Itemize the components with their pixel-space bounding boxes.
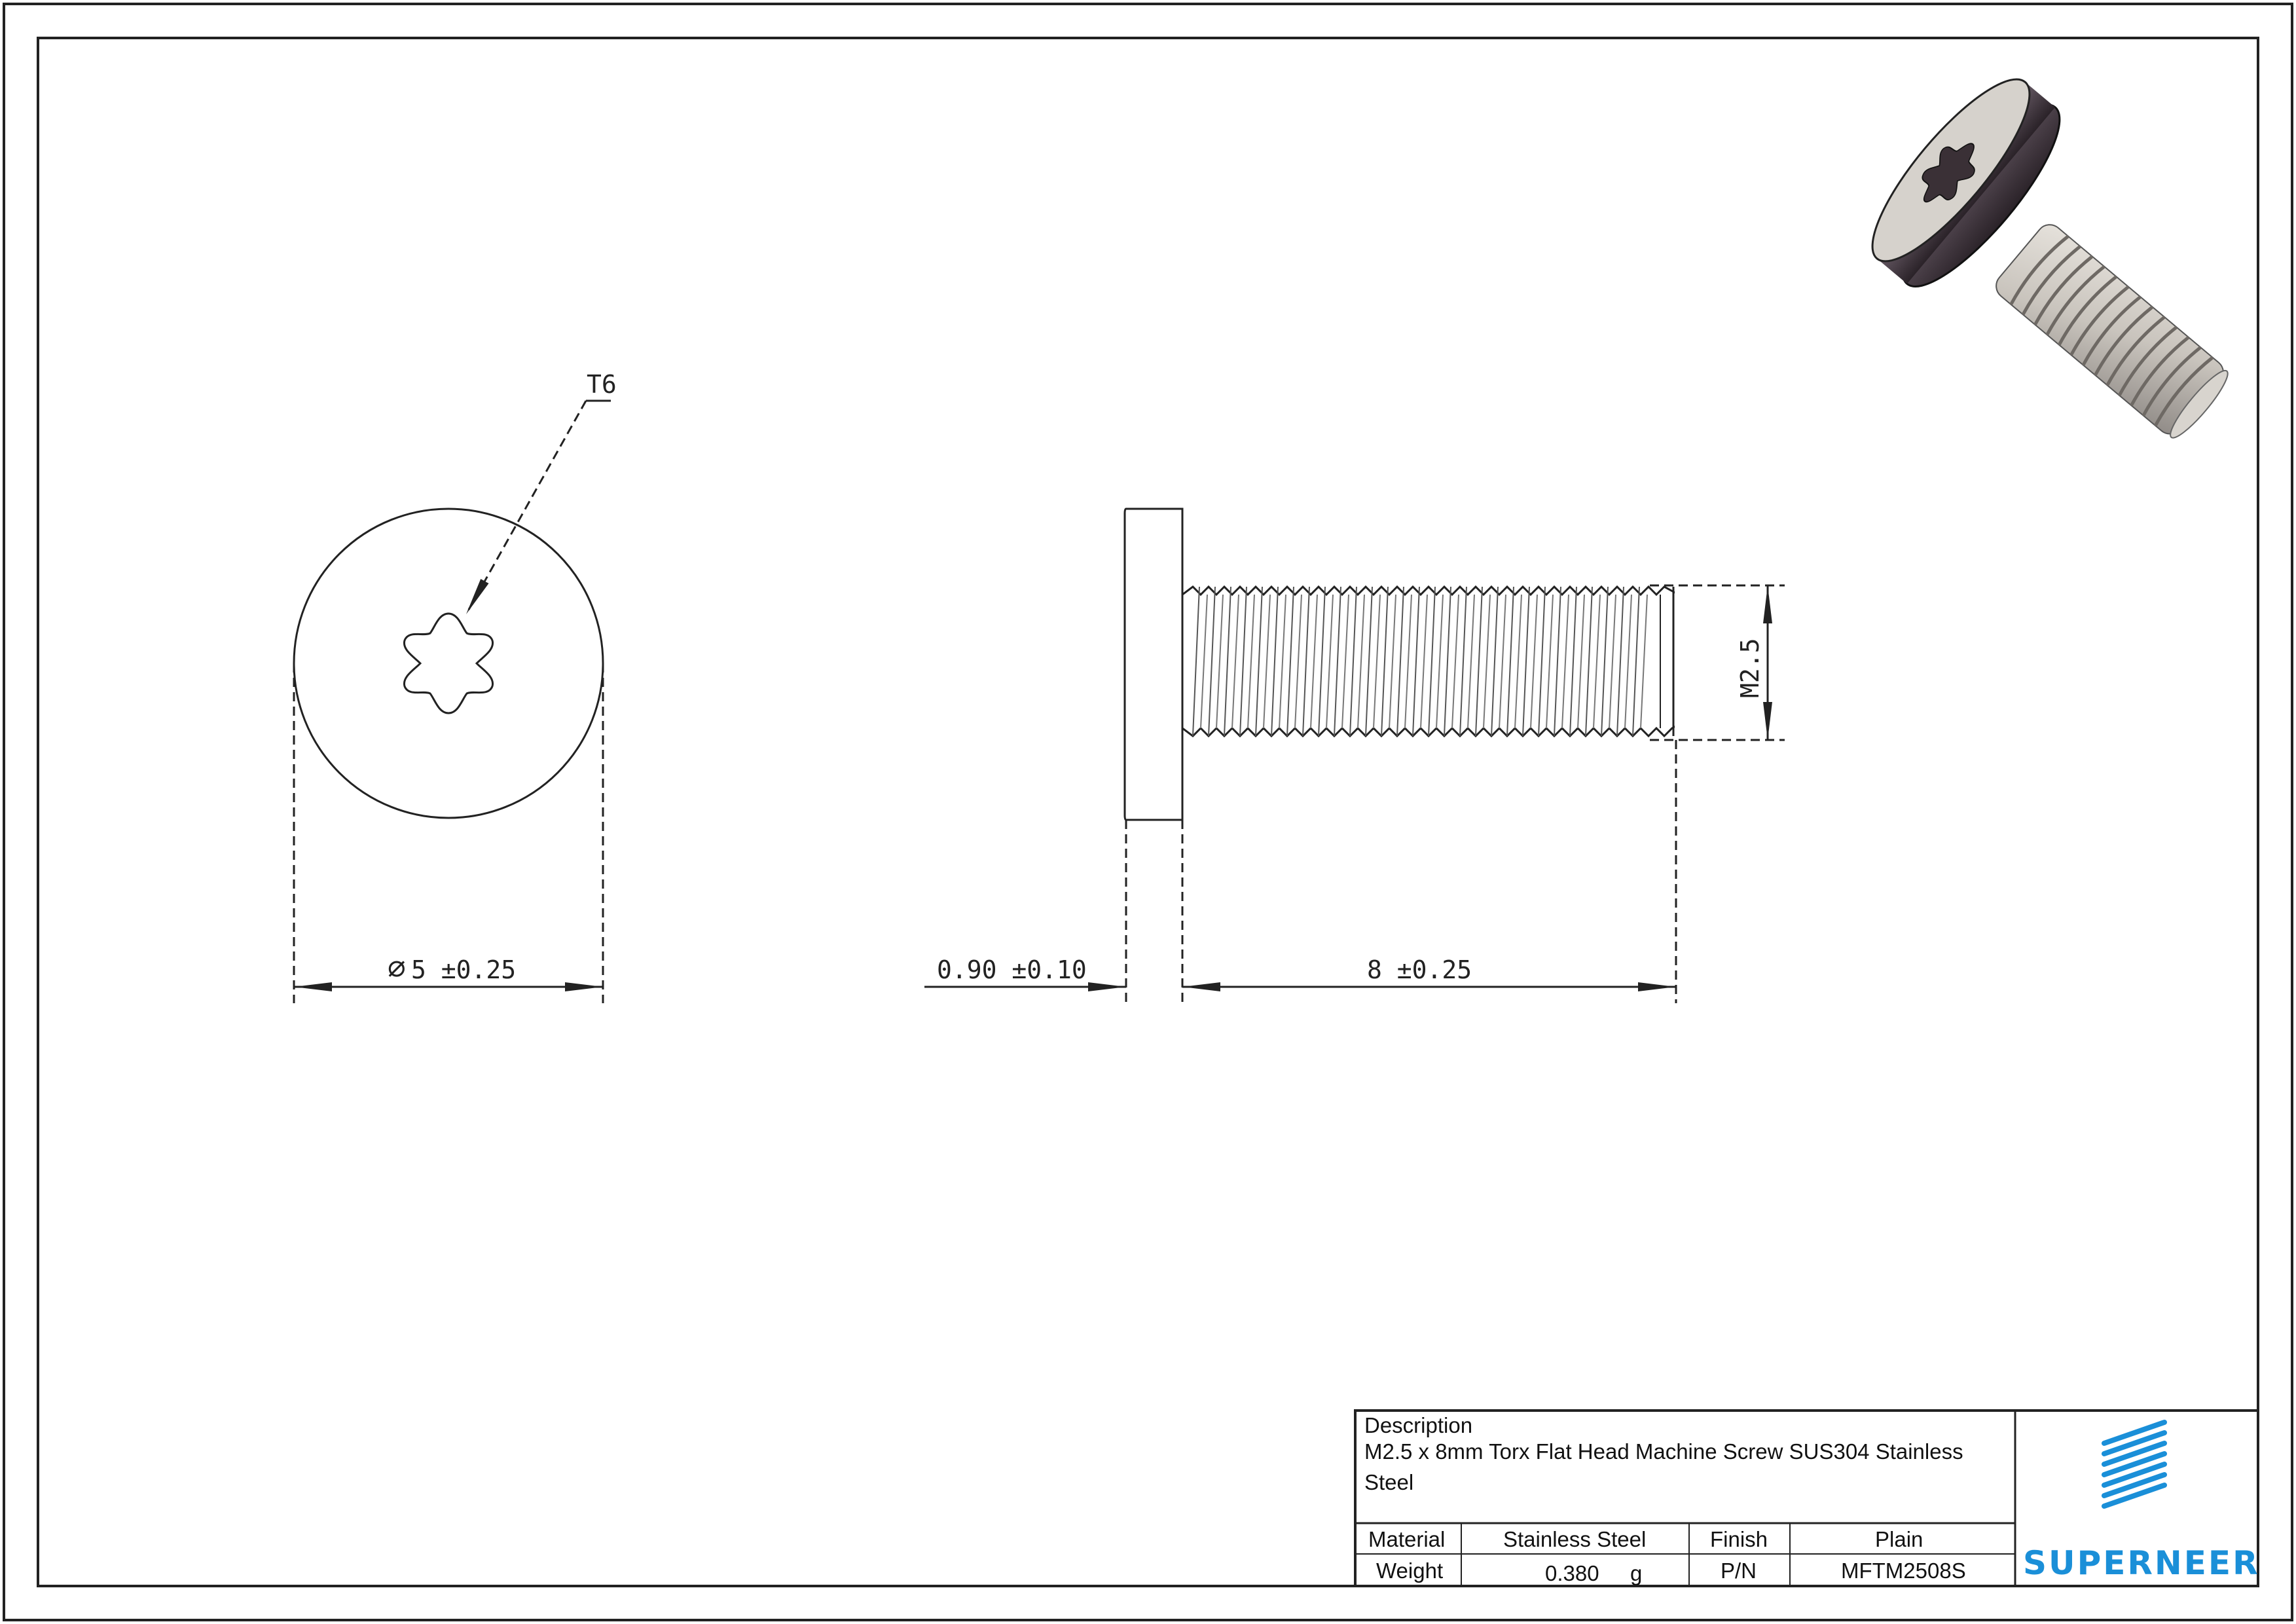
finish-label: Finish xyxy=(1710,1527,1768,1551)
dim-diameter-label: 5 ±0.25 xyxy=(411,955,516,984)
front-view: T6 ∅ 5 ±0.25 xyxy=(293,370,617,1003)
pn-value: MFTM2508S xyxy=(1841,1559,1966,1583)
material-value: Stainless Steel xyxy=(1503,1527,1646,1551)
torx-recess xyxy=(403,612,494,714)
weight-unit: g xyxy=(1630,1561,1642,1585)
screw-head-side xyxy=(1123,507,1184,821)
dim-thread-label: M2.5 xyxy=(1736,638,1764,698)
pn-label: P/N xyxy=(1721,1559,1757,1583)
title-block: Description M2.5 x 8mm Torx Flat Head Ma… xyxy=(1354,1409,2260,1587)
material-label: Material xyxy=(1368,1527,1445,1551)
description-label: Description xyxy=(1364,1413,1472,1437)
callout-t6: T6 xyxy=(587,370,617,399)
outer-border xyxy=(3,3,2293,1621)
dim-head-thickness-label: 0.90 ±0.10 xyxy=(937,955,1087,984)
weight-value: 0.380 xyxy=(1545,1561,1599,1585)
description-line-2: Steel xyxy=(1364,1470,1413,1494)
inner-border xyxy=(37,37,2259,1587)
screw-render-3d xyxy=(1871,78,2229,439)
thread-body xyxy=(1182,585,1675,738)
dim-length-label: 8 ±0.25 xyxy=(1367,955,1472,984)
head-circle xyxy=(293,507,604,819)
superneer-logo-icon xyxy=(2102,1420,2167,1509)
finish-value: Plain xyxy=(1875,1527,1923,1551)
weight-label: Weight xyxy=(1376,1559,1443,1583)
superneer-logo-text: SUPERNEER xyxy=(2023,1544,2260,1582)
diameter-symbol: ∅ xyxy=(388,950,406,986)
callout-leader xyxy=(465,400,587,615)
description-line-1: M2.5 x 8mm Torx Flat Head Machine Screw … xyxy=(1364,1439,1963,1464)
side-view: M2.5 0.90 ±0.10 8 ±0.25 xyxy=(924,507,1785,1003)
